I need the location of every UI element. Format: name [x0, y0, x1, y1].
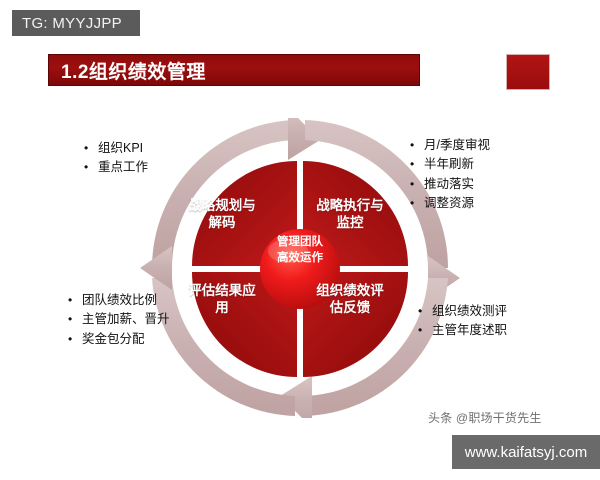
bullet-item-label: 团队绩效比例 — [82, 293, 158, 307]
bullet-item: • 奖金包分配 — [68, 330, 170, 349]
quadrant-label-bottom-left-line1: 评估结果应 — [188, 283, 256, 298]
section-title-bar: 1.2组织绩效管理 — [48, 54, 420, 86]
bullet-list-bottom-left: • 团队绩效比例 • 主管加薪、晋升 • 奖金包分配 — [68, 291, 170, 349]
bullet-item: • 主管年度述职 — [418, 321, 507, 340]
hub-highlight — [268, 239, 308, 263]
quadrant-label-top-left: 战略规划与 解码 — [172, 198, 272, 232]
bullet-marker-icon: • — [410, 176, 415, 191]
arrow-arc-bottom-left — [152, 278, 295, 416]
bullet-marker-icon: • — [68, 293, 73, 307]
cycle-hub-label-line1: 管理团队 — [277, 236, 323, 248]
quadrant-label-bottom-right: 组织绩效评 估反馈 — [300, 283, 400, 317]
quadrant-top-left[interactable] — [192, 161, 297, 266]
bullet-item: • 组织KPI — [84, 139, 148, 158]
bullet-marker-icon: • — [410, 196, 415, 211]
tg-badge-label: TG: MYYJJPP — [22, 14, 122, 32]
quadrant-bottom-left[interactable] — [192, 272, 297, 377]
bullet-item: • 推动落实 — [410, 175, 490, 194]
bullet-marker-icon: • — [410, 157, 415, 172]
bullet-item-label: 主管年度述职 — [432, 323, 508, 338]
cycle-diagram-svg — [140, 118, 460, 418]
quadrant-label-bottom-right-line2: 估反馈 — [329, 299, 371, 315]
watermark-url: www.kaifatsyj.com — [452, 435, 600, 469]
bullet-marker-icon: • — [68, 331, 73, 346]
tg-badge: TG: MYYJJPP — [12, 10, 140, 36]
bullet-item: • 调整资源 — [410, 194, 490, 213]
bullet-list-bottom-right: • 组织绩效测评 • 主管年度述职 — [418, 302, 507, 341]
quadrant-label-bottom-left-line2: 用 — [215, 299, 229, 315]
quadrant-label-top-left-line1: 战略规划与 — [188, 198, 256, 213]
bullet-item: • 月/季度审视 — [410, 136, 490, 155]
bullet-item-label: 重点工作 — [98, 160, 149, 175]
cycle-diagram — [130, 118, 470, 418]
bullet-marker-icon: • — [84, 141, 89, 155]
bullet-marker-icon: • — [410, 138, 415, 152]
bullet-list-top-right: • 月/季度审视 • 半年刷新 • 推动落实 • 调整资源 — [410, 136, 490, 214]
bullet-item-label: 奖金包分配 — [82, 331, 145, 346]
cycle-hub-circle[interactable] — [260, 229, 340, 309]
bullet-item: • 主管加薪、晋升 — [68, 310, 170, 329]
arrowhead-top — [288, 118, 320, 160]
quadrant-label-top-left-line2: 解码 — [208, 214, 236, 230]
bullet-item: • 组织绩效测评 — [418, 302, 507, 321]
bullet-marker-icon: • — [84, 160, 89, 175]
bullet-item: • 重点工作 — [84, 158, 148, 177]
cycle-quadrants — [192, 161, 408, 377]
quadrant-label-bottom-left: 评估结果应 用 — [172, 283, 272, 317]
quadrant-label-top-right-line1: 战略执行与 — [316, 198, 384, 213]
bullet-item-label: 调整资源 — [424, 196, 475, 211]
bullet-marker-icon: • — [68, 312, 73, 327]
quadrant-label-top-right: 战略执行与 监控 — [300, 198, 400, 232]
bullet-item-label: 月/季度审视 — [424, 138, 490, 152]
page-title: 1.2组织绩效管理 — [61, 61, 206, 83]
bullet-item-label: 组织绩效测评 — [432, 304, 508, 318]
bullet-marker-icon: • — [418, 323, 423, 338]
quadrant-bottom-right[interactable] — [303, 272, 408, 377]
cycle-hub-label-line2: 高效运作 — [277, 251, 323, 264]
arrowhead-left — [140, 246, 172, 290]
arrowhead-bottom — [280, 376, 312, 418]
watermark-handle: 头条 @职场干货先生 — [428, 411, 542, 425]
bullet-item-label: 组织KPI — [98, 141, 144, 155]
cycle-arrow-ring — [140, 118, 460, 418]
cycle-hub-label: 管理团队 高效运作 — [255, 235, 345, 266]
bullet-item-label: 推动落实 — [424, 176, 475, 191]
bullet-item: • 半年刷新 — [410, 155, 490, 174]
bullet-item-label: 主管加薪、晋升 — [82, 312, 170, 327]
arrow-arc-bottom-right — [305, 278, 448, 416]
arrow-arc-top-right — [305, 120, 448, 268]
quadrant-label-top-right-line2: 监控 — [336, 214, 364, 230]
quadrant-label-bottom-right-line1: 组织绩效评 — [316, 283, 384, 298]
bullet-list-top-left: • 组织KPI • 重点工作 — [84, 139, 148, 178]
bullet-item: • 团队绩效比例 — [68, 291, 170, 310]
bullet-item-label: 半年刷新 — [424, 157, 475, 172]
quadrant-top-right[interactable] — [303, 161, 408, 266]
bullet-marker-icon: • — [418, 304, 423, 318]
title-accent-square — [506, 54, 550, 90]
